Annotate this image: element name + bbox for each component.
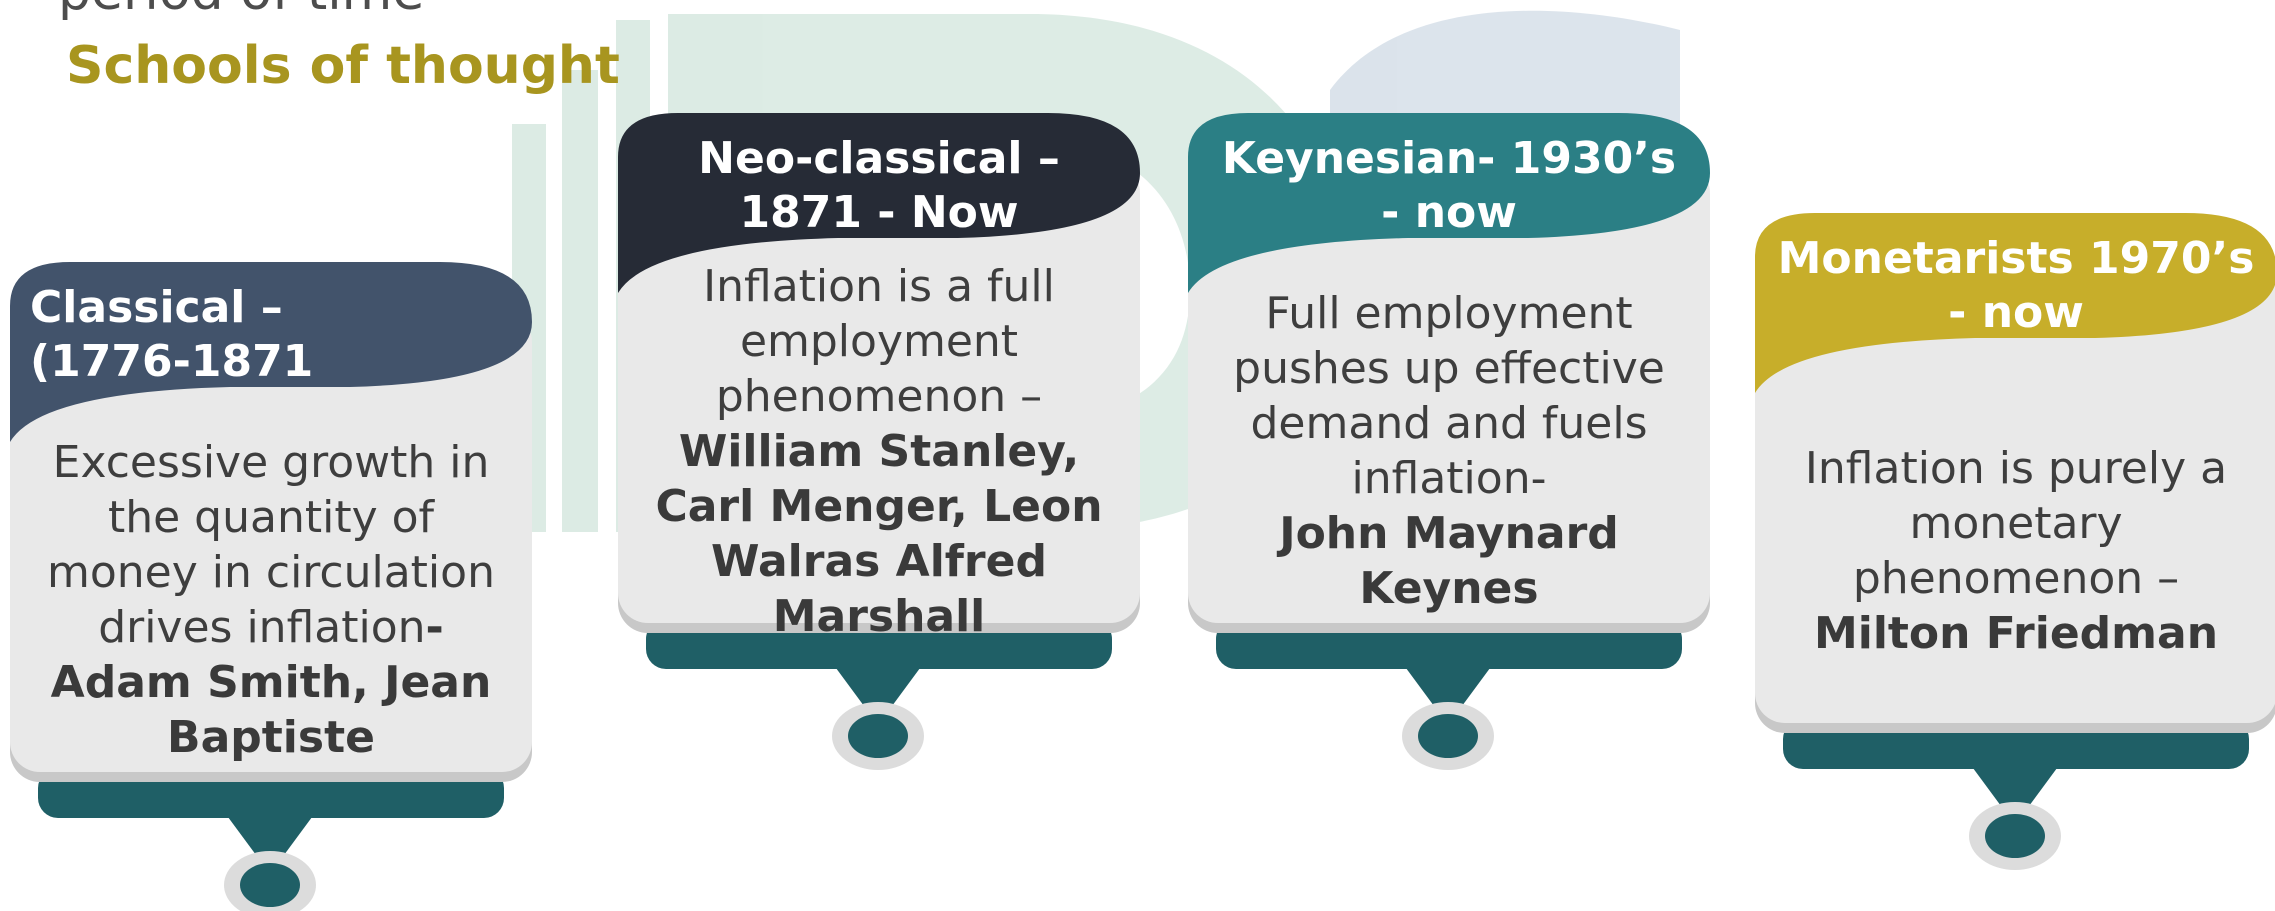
bg-letter-d bbox=[668, 14, 1350, 532]
card-classical-title: Classical – (1776-1871 bbox=[30, 282, 314, 387]
card-neoclassical-graphic bbox=[618, 113, 1140, 770]
card-header-bg bbox=[1188, 113, 1710, 293]
card-keynesian-text: Full employment pushes up effective dema… bbox=[1233, 288, 1665, 504]
card-classical-text: Excessive growth in the quantity of mone… bbox=[47, 437, 495, 653]
card-header-bg bbox=[618, 113, 1140, 293]
card-body-bg bbox=[1188, 163, 1710, 623]
card-monetarists-body: Inflation is purely a monetary phenomeno… bbox=[1755, 391, 2275, 711]
card-keynesian-title: Keynesian- 1930’s - now bbox=[1221, 133, 1677, 238]
card-neoclassical-title: Neo-classical – 1871 - Now bbox=[698, 133, 1060, 238]
card-neoclassical-body: Inflation is a full employment phenomeno… bbox=[618, 261, 1140, 642]
pin-stem bbox=[1403, 664, 1493, 725]
card-neoclassical: Neo-classical – 1871 - Now Inflation is … bbox=[618, 113, 1140, 773]
card-classical: Classical – (1776-1871 Excessive growth … bbox=[10, 262, 532, 911]
card-body-bg bbox=[10, 312, 532, 772]
card-monetarists-text: Inflation is purely a monetary phenomeno… bbox=[1804, 443, 2228, 604]
card-body-bg bbox=[1755, 263, 2275, 723]
card-keynesian-authors: John Maynard Keynes bbox=[1279, 508, 1619, 614]
card-header-bg bbox=[10, 262, 532, 442]
schools-of-thought-subtitle: Schools of thought bbox=[66, 36, 620, 96]
bg-bar-2 bbox=[562, 70, 598, 532]
card-keynesian-body: Full employment pushes up effective dema… bbox=[1188, 288, 1710, 614]
card-neoclassical-authors: William Stanley, Carl Menger, Leon Walra… bbox=[655, 425, 1103, 642]
card-monetarists-title: Monetarists 1970’s - now bbox=[1777, 233, 2255, 338]
pin-dot bbox=[848, 714, 908, 758]
pin-dot bbox=[1418, 714, 1478, 758]
card-neoclassical-text: Inflation is a full employment phenomeno… bbox=[703, 260, 1055, 422]
card-body-bg bbox=[618, 163, 1140, 623]
card-monetarists-authors: Milton Friedman bbox=[1813, 608, 2219, 659]
card-monetarists-graphic bbox=[1755, 213, 2275, 870]
pin-stem bbox=[225, 813, 315, 874]
pin-stem bbox=[833, 664, 923, 725]
card-keynesian-graphic bbox=[1188, 113, 1710, 770]
card-header-bg bbox=[1755, 213, 2275, 393]
card-classical-authors: Adam Smith, Jean Baptiste bbox=[50, 657, 492, 763]
pin-stem bbox=[1970, 764, 2060, 825]
card-classical-graphic bbox=[10, 262, 532, 911]
heading-partial: period of time bbox=[58, 0, 424, 22]
pin-dot bbox=[1985, 814, 2045, 858]
card-keynesian: Keynesian- 1930’s - now Full employment … bbox=[1188, 113, 1710, 773]
card-classical-body: Excessive growth in the quantity of mone… bbox=[10, 437, 532, 763]
pin-dot bbox=[240, 863, 300, 907]
card-monetarists: Monetarists 1970’s - now Inflation is pu… bbox=[1755, 213, 2275, 873]
